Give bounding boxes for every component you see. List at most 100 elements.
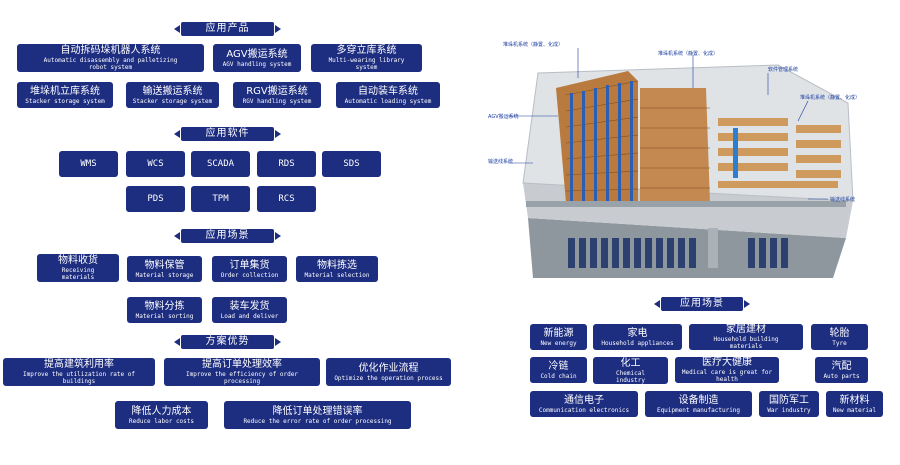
advantage-label: 提高订单处理效率	[202, 359, 282, 370]
scenario-label-en: Receiving materials	[61, 267, 95, 281]
industry-label-en: Chemical industry	[616, 369, 645, 384]
advantage-label: 优化作业流程	[358, 362, 419, 374]
industry-household-appliances[interactable]: 家电 Household appliances	[593, 324, 682, 350]
software-sds[interactable]: SDS	[322, 151, 381, 177]
advantage-label-en: Reduce the error rate of order processin…	[243, 417, 392, 425]
product-label-en: Stacker storage system	[25, 97, 105, 105]
software-label: RCS	[278, 194, 295, 204]
advantage-error-rate[interactable]: 降低订单处理错误率 Reduce the error rate of order…	[224, 401, 411, 429]
scenario-label: 物料拣选	[317, 259, 357, 271]
warehouse-illustration: 堆垛机系统（静置、化成） 堆垛机系统（静置、化成） 软件管理系统 堆垛机系统（静…	[478, 33, 896, 293]
software-label: SCADA	[206, 159, 235, 169]
product-palletizing-robot[interactable]: 自动拆码垛机器人系统 Automatic disassembly and pal…	[17, 44, 204, 72]
software-pds[interactable]: PDS	[126, 186, 185, 212]
industry-war-industry[interactable]: 国防军工 War industry	[759, 391, 819, 417]
industry-communication-electronics[interactable]: 通信电子 Communication electronics	[530, 391, 638, 417]
scenario-label: 装车发货	[229, 300, 270, 312]
advantage-label-en: Reduce labor costs	[128, 417, 195, 425]
product-label: RGV搬运系统	[246, 85, 308, 97]
industry-label-en: Tyre	[832, 339, 847, 347]
industry-auto-parts[interactable]: 汽配 Auto parts	[815, 357, 868, 383]
industry-new-energy[interactable]: 新能源 New energy	[530, 324, 587, 350]
industry-label-en: New energy	[540, 339, 577, 347]
scenario-load-deliver[interactable]: 装车发货 Load and deliver	[212, 297, 287, 323]
industry-label: 新能源	[543, 327, 574, 339]
callout-conveyor-2: 输送线系统	[830, 197, 856, 203]
scenario-label-en: Order collection	[220, 271, 279, 279]
advantages-section-title: 方案优势	[174, 335, 281, 349]
advantage-label: 提高建筑利用率	[44, 359, 114, 370]
product-label-en: Automatic loading system	[344, 97, 432, 105]
industry-new-material[interactable]: 新材料 New material	[826, 391, 883, 417]
callout-conveyor-1: 输送线系统	[488, 159, 514, 165]
industry-label: 设备制造	[678, 394, 719, 406]
product-multi-wearing-library[interactable]: 多穿立库系统 Multi-wearing library system	[311, 44, 422, 72]
advantage-labor-costs[interactable]: 降低人力成本 Reduce labor costs	[115, 401, 208, 429]
industry-section-title: 应用场景	[654, 297, 750, 311]
scenarios-section-title: 应用场景	[174, 229, 281, 243]
advantage-order-efficiency[interactable]: 提高订单处理效率 Improve the efficiency of order…	[164, 358, 320, 386]
product-automatic-loading[interactable]: 自动装车系统 Automatic loading system	[336, 82, 440, 108]
advantage-building-utilization[interactable]: 提高建筑利用率 Improve the utilization rate of …	[3, 358, 155, 386]
industry-label-en: Medical care is great for health	[681, 369, 773, 383]
advantage-label-en: Improve the efficiency of order processi…	[186, 371, 298, 385]
industry-cold-chain[interactable]: 冷链 Cold chain	[530, 357, 587, 383]
industry-building-materials[interactable]: 家居建材 Household building materials	[689, 324, 803, 350]
scenario-label-en: Material sorting	[135, 312, 194, 320]
product-label-en: RGV handling system	[242, 97, 312, 105]
industry-label-en: Household building materials	[713, 336, 779, 350]
industry-label-en: Equipment manufacturing	[656, 406, 741, 414]
industry-label-en: New material	[832, 406, 877, 414]
industry-label: 家居建材	[726, 324, 766, 335]
industry-label: 家电	[627, 327, 648, 339]
industry-label-en: War industry	[767, 406, 811, 414]
advantage-label: 降低人力成本	[131, 405, 192, 417]
software-rcs[interactable]: RCS	[257, 186, 316, 212]
scenario-sorting[interactable]: 物料分拣 Material sorting	[127, 297, 202, 323]
product-label-en: Multi-wearing library system	[328, 57, 405, 71]
product-rgv-handling[interactable]: RGV搬运系统 RGV handling system	[233, 82, 321, 108]
industry-label: 冷链	[548, 360, 569, 372]
scenario-selection[interactable]: 物料拣选 Material selection	[296, 256, 378, 282]
product-conveyor-handling[interactable]: 输送搬运系统 Stacker storage system	[126, 82, 219, 108]
software-label: PDS	[147, 194, 164, 204]
industry-tyre[interactable]: 轮胎 Tyre	[811, 324, 868, 350]
product-label-en: Stacker storage system	[132, 97, 213, 105]
callout-stacker-1: 堆垛机系统（静置、化成）	[503, 42, 564, 48]
industry-label-en: Cold chain	[540, 372, 577, 380]
advantage-optimize-process[interactable]: 优化作业流程 Optimize the operation process	[326, 358, 451, 386]
scenario-receiving[interactable]: 物料收货 Receiving materials	[37, 254, 119, 282]
industry-label: 化工	[620, 357, 641, 369]
scenario-storage[interactable]: 物料保管 Material storage	[127, 256, 202, 282]
product-label: 自动装车系统	[358, 85, 418, 97]
software-label: RDS	[278, 159, 295, 169]
product-label-en: AGV handling system	[222, 60, 292, 68]
industry-equipment-manufacturing[interactable]: 设备制造 Equipment manufacturing	[645, 391, 752, 417]
software-label: TPM	[212, 194, 229, 204]
scenario-label: 物料保管	[144, 259, 185, 271]
software-section-title: 应用软件	[174, 127, 281, 141]
industry-label-en: Auto parts	[823, 372, 860, 380]
product-label: 自动拆码垛机器人系统	[60, 45, 161, 56]
industry-label-en: Household appliances	[601, 339, 674, 347]
industry-chemical[interactable]: 化工 Chemical industry	[593, 357, 668, 384]
software-rds[interactable]: RDS	[257, 151, 316, 177]
software-tpm[interactable]: TPM	[191, 186, 250, 212]
scenario-order-collection[interactable]: 订单集货 Order collection	[212, 256, 287, 282]
software-wcs[interactable]: WCS	[126, 151, 185, 177]
product-label: 输送搬运系统	[142, 85, 203, 97]
scenario-label: 物料收货	[58, 255, 98, 266]
software-scada[interactable]: SCADA	[191, 151, 250, 177]
software-wms[interactable]: WMS	[59, 151, 118, 177]
industry-label: 汽配	[831, 360, 852, 372]
software-label: WMS	[80, 159, 97, 169]
products-section-title: 应用产品	[174, 22, 281, 36]
product-stacker-storage[interactable]: 堆垛机立库系统 Stacker storage system	[17, 82, 113, 108]
advantage-label-en: Optimize the operation process	[334, 374, 443, 382]
warehouse-drawing	[508, 48, 854, 278]
industry-label: 轮胎	[829, 327, 850, 339]
scenario-label-en: Load and deliver	[220, 312, 279, 320]
product-agv-handling[interactable]: AGV搬运系统 AGV handling system	[213, 44, 301, 72]
industry-medical[interactable]: 医疗大健康 Medical care is great for health	[675, 357, 779, 383]
callout-agv: AGV搬运系统	[488, 114, 519, 120]
